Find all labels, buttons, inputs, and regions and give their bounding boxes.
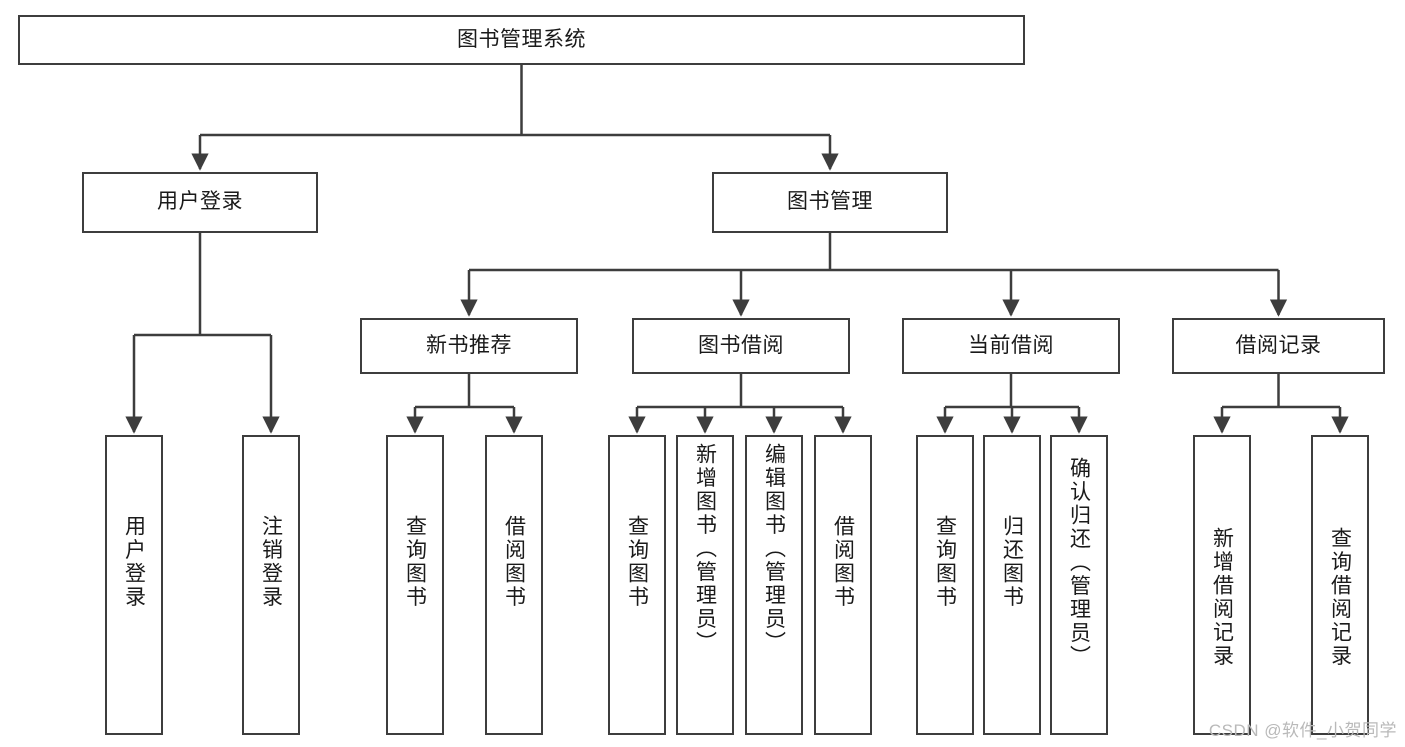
node-l1[interactable]: 用户登录 xyxy=(105,435,163,735)
node-records[interactable]: 借阅记录 xyxy=(1172,318,1385,374)
node-l5[interactable]: 查询图书 xyxy=(608,435,666,735)
node-label: 图书借阅 xyxy=(698,333,784,357)
node-l6[interactable]: 新增图书（管理员） xyxy=(676,435,734,735)
node-l9[interactable]: 查询图书 xyxy=(916,435,974,735)
node-label: 归还图书 xyxy=(1000,515,1024,609)
node-root[interactable]: 图书管理系统 xyxy=(18,15,1025,65)
node-l7[interactable]: 编辑图书（管理员） xyxy=(745,435,803,735)
node-label: 新增图书（管理员） xyxy=(693,443,717,655)
node-newbook[interactable]: 新书推荐 xyxy=(360,318,578,374)
node-label: 借阅图书 xyxy=(502,515,526,609)
node-label: 查询借阅记录 xyxy=(1328,527,1352,668)
node-label: 借阅图书 xyxy=(831,515,855,609)
node-label: 图书管理系统 xyxy=(457,27,586,51)
node-label: 新书推荐 xyxy=(426,333,512,357)
node-l2[interactable]: 注销登录 xyxy=(242,435,300,735)
node-label: 当前借阅 xyxy=(968,333,1054,357)
node-label: 注销登录 xyxy=(259,515,283,609)
node-borrow[interactable]: 图书借阅 xyxy=(632,318,850,374)
node-label: 查询图书 xyxy=(933,515,957,609)
node-login[interactable]: 用户登录 xyxy=(82,172,318,233)
node-label: 用户登录 xyxy=(122,515,146,609)
node-l12[interactable]: 新增借阅记录 xyxy=(1193,435,1251,735)
node-label: 借阅记录 xyxy=(1235,333,1322,357)
node-label: 用户登录 xyxy=(157,190,243,214)
node-l10[interactable]: 归还图书 xyxy=(983,435,1041,735)
csdn-watermark: CSDN @软件_小贺同学 xyxy=(1208,721,1397,740)
node-current[interactable]: 当前借阅 xyxy=(902,318,1120,374)
node-label: 新增借阅记录 xyxy=(1210,527,1234,668)
node-l11[interactable]: 确认归还（管理员） xyxy=(1050,435,1108,735)
node-label: 编辑图书（管理员） xyxy=(762,443,786,655)
node-label: 确认归还（管理员） xyxy=(1067,457,1091,669)
node-bookmgmt[interactable]: 图书管理 xyxy=(712,172,948,233)
node-l13[interactable]: 查询借阅记录 xyxy=(1311,435,1369,735)
node-label: 查询图书 xyxy=(403,515,427,609)
node-l4[interactable]: 借阅图书 xyxy=(485,435,543,735)
node-label: 图书管理 xyxy=(787,190,873,214)
node-l8[interactable]: 借阅图书 xyxy=(814,435,872,735)
node-label: 查询图书 xyxy=(625,515,649,609)
node-l3[interactable]: 查询图书 xyxy=(386,435,444,735)
